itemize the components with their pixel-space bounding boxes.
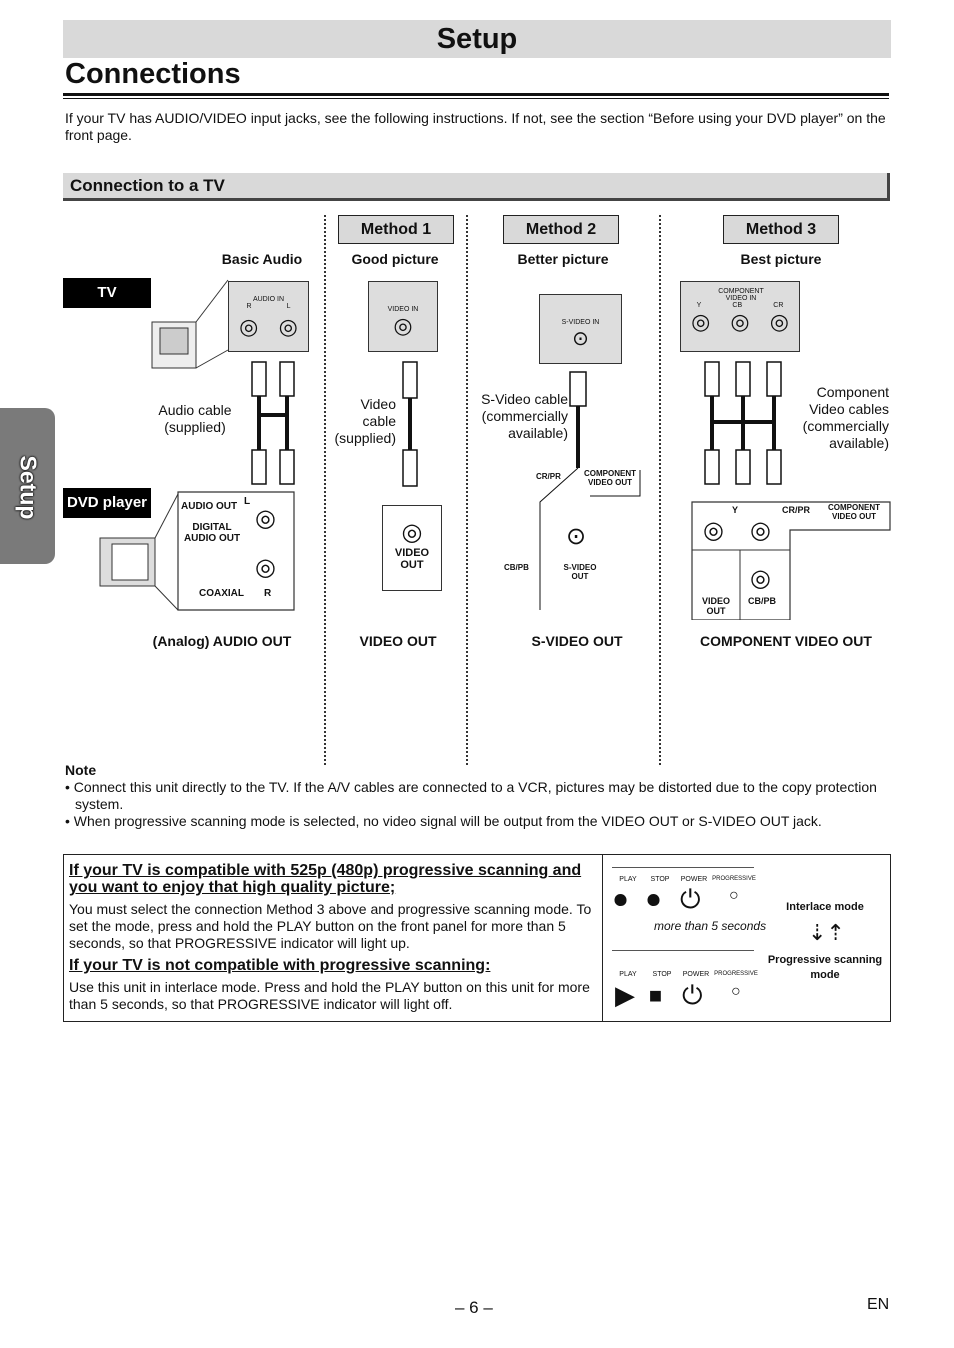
comp-cbpb-label: CB/PB — [748, 596, 777, 606]
analog-audio-out-label: (Analog) AUDIO OUT — [152, 633, 292, 649]
page-banner: Setup — [63, 20, 891, 58]
progressive-text: If your TV is compatible with 525p (480p… — [69, 862, 594, 1013]
video-cable-graphic — [402, 361, 418, 487]
progressive-indicator-lit: ○ — [731, 983, 741, 1000]
box-divider — [602, 854, 603, 1022]
svideo-out-label: S-VIDEO OUT — [563, 563, 597, 581]
audio-cable-caption: Audio cable (supplied) — [158, 402, 232, 435]
language-code: EN — [867, 1296, 890, 1313]
note-title: Note — [65, 762, 97, 778]
svideo-cbpb-label: CB/PB — [504, 563, 529, 572]
play-button-2[interactable]: ▶ — [615, 980, 635, 1010]
audio-out-panel — [177, 491, 295, 611]
component-cable-caption: Component Video cables (commercially ava… — [802, 384, 889, 451]
svideo-crpr-label: CR/PR — [536, 472, 561, 481]
power-button[interactable]: ⏻ — [680, 884, 701, 914]
hold-duration-text: more than 5 seconds — [654, 919, 767, 933]
title-rule — [63, 93, 889, 96]
svideo-comp-label: COMPONENT VIDEO OUT — [584, 469, 636, 487]
progressive-instructions: You must select the connection Method 3 … — [69, 901, 592, 951]
component-out-panel — [691, 501, 891, 620]
power-button-2[interactable]: ⏻ — [682, 980, 703, 1010]
svideo-in-jack: S-VIDEO IN ⊙ — [539, 294, 622, 364]
coaxial-label: COAXIAL — [199, 588, 244, 599]
side-tab — [0, 408, 55, 564]
video-cable-caption: Video cable (supplied) — [334, 396, 396, 446]
method-3-header: Method 3 — [723, 215, 839, 244]
note-section: Note • Connect this unit directly to the… — [65, 762, 905, 830]
video-out-label: VIDEO OUT — [359, 633, 437, 649]
stop-button[interactable]: ⏺ — [647, 884, 661, 914]
audio-out-l-jack: ◎ — [255, 505, 276, 532]
digital-audio-out-label: DIGITAL AUDIO OUT — [183, 522, 241, 544]
mode-toggle-arrows-icon: ⇣⇡ — [808, 920, 845, 945]
comp-y-label: Y — [732, 505, 739, 515]
panel-power-label-2: POWER — [682, 971, 710, 978]
panel-play-label-2: PLAY — [619, 971, 637, 978]
basic-audio-label: Basic Audio — [221, 251, 303, 267]
tv-label: TV — [63, 278, 151, 308]
svideo-cable-graphic — [539, 371, 641, 610]
interlace-instructions: Use this unit in interlace mode. Press a… — [69, 979, 590, 1012]
panel-stop-label-2: STOP — [652, 971, 672, 978]
panel-play-label: PLAY — [619, 876, 637, 883]
dvd-player-label: DVD player — [63, 488, 151, 518]
column-divider — [659, 215, 661, 765]
panel-bottom-line — [612, 950, 754, 951]
panel-power-label: POWER — [680, 876, 708, 883]
panel-progressive-label-2: PROGRESSIVE — [714, 971, 758, 977]
interlace-mode-label: Interlace mode — [786, 901, 864, 913]
component-out-bottom-label: COMPONENT VIDEO OUT — [700, 633, 872, 649]
audio-out-label: AUDIO OUT — [181, 501, 238, 512]
panel-progressive-label: PROGRESSIVE — [712, 876, 756, 882]
jack-r-label: R — [264, 588, 272, 599]
progressive-indicator: ○ — [729, 887, 739, 904]
section-bar — [63, 173, 890, 201]
component-cable-graphic — [704, 361, 782, 485]
svideo-cable-caption: S-Video cable (commercially available) — [481, 391, 568, 441]
play-button[interactable]: ⏺ — [614, 884, 628, 914]
section-title: Connection to a TV — [70, 176, 225, 195]
progressive-mode-label: Progressive scanning mode — [767, 954, 883, 981]
dvd-player-icon — [99, 493, 179, 611]
panel-top-line — [612, 867, 754, 868]
comp-y-jack: ◎ — [703, 517, 724, 544]
progressive-box — [63, 854, 891, 1022]
stop-button-2[interactable]: ⏹ — [649, 980, 663, 1010]
comp-cb-jack: ◎ — [750, 565, 771, 592]
video-out-jack-panel: ◎ VIDEO OUT — [382, 505, 442, 591]
note-item: • When progressive scanning mode is sele… — [65, 813, 822, 829]
column-divider — [466, 215, 468, 765]
jack-l-label: L — [244, 496, 251, 507]
comp-crpr-label: CR/PR — [782, 505, 811, 515]
comp-cr-jack: ◎ — [750, 517, 771, 544]
good-picture-label: Good picture — [351, 251, 439, 267]
comp-out-label: COMPONENT VIDEO OUT — [828, 503, 880, 521]
audio-out-r-jack: ◎ — [255, 554, 276, 581]
video-in-jack: VIDEO IN ◎ — [368, 281, 438, 352]
page-number: – 6 – — [455, 1298, 493, 1317]
audio-cable-graphic — [251, 361, 295, 485]
column-divider — [324, 215, 326, 765]
intro-text: If your TV has AUDIO/VIDEO input jacks, … — [65, 110, 886, 143]
method-2-header: Method 2 — [503, 215, 619, 244]
comp-video-out-label: VIDEO OUT — [701, 596, 730, 616]
title-rule-thin — [63, 98, 889, 99]
better-picture-label: Better picture — [517, 251, 609, 267]
panel-stop-label: STOP — [650, 876, 670, 883]
svideo-out-bottom-label: S-VIDEO OUT — [531, 633, 623, 649]
interlace-heading: If your TV is not compatible with progre… — [69, 957, 491, 974]
best-picture-label: Best picture — [740, 251, 822, 267]
tv-icon — [151, 279, 229, 369]
method-1-header: Method 1 — [338, 215, 454, 244]
svideo-out-jack: ⊙ — [566, 523, 587, 550]
connection-diagram — [99, 279, 891, 620]
progressive-heading: If your TV is compatible with 525p (480p… — [69, 862, 582, 896]
side-tab-label: Setup — [15, 455, 42, 520]
page-title: Connections — [65, 58, 241, 90]
note-item: • Connect this unit directly to the TV. … — [65, 779, 877, 812]
